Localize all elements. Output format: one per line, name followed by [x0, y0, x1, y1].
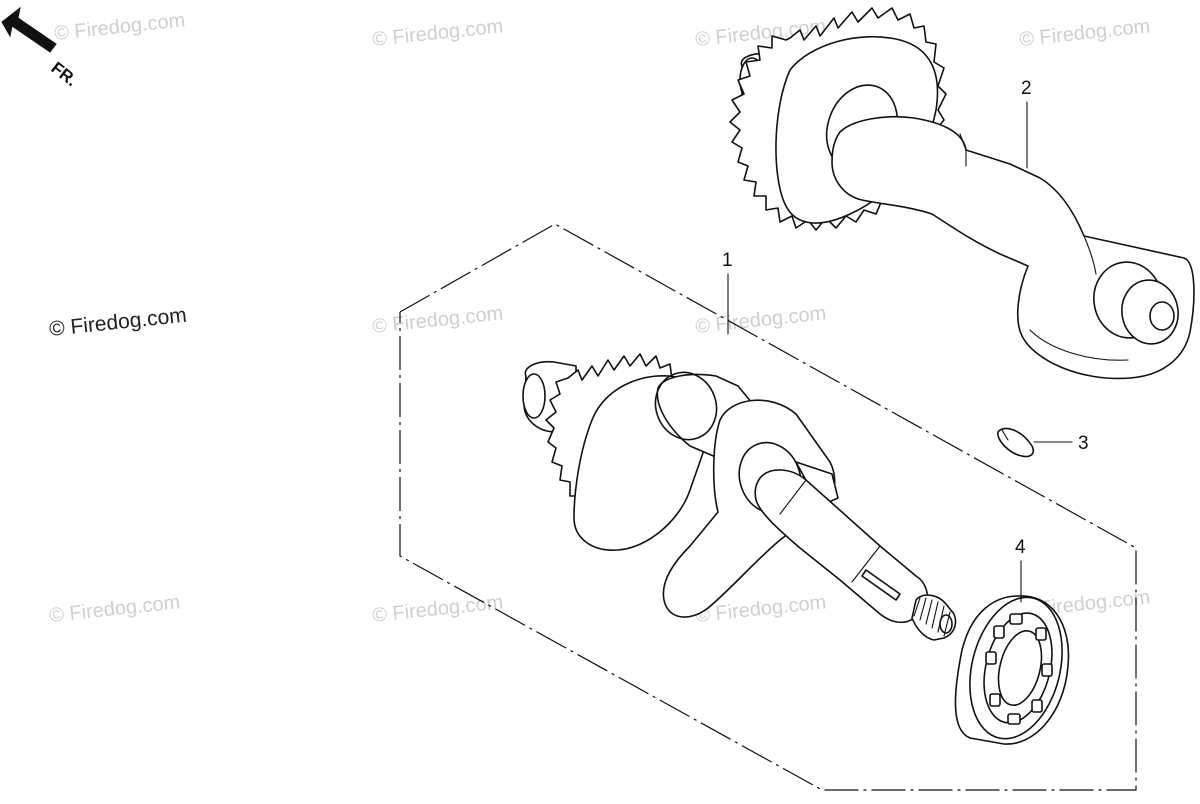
balancer-shaft-icon — [729, 7, 1195, 380]
watermark: © Firedog.com — [1018, 15, 1151, 51]
callout-4: 4 — [1015, 537, 1026, 603]
callout-2: 2 — [1021, 78, 1032, 169]
assembly-boundary — [399, 223, 1137, 791]
ball-bearing-icon — [954, 595, 1070, 745]
front-direction-label: FR. — [48, 58, 81, 90]
watermark: © Firedog.com — [694, 302, 827, 338]
callout-number: 2 — [1021, 78, 1032, 99]
watermark: © Firedog.com — [371, 15, 504, 51]
callout-number: 3 — [1078, 433, 1089, 454]
callout-number: 4 — [1015, 537, 1026, 558]
callout-1: 1 — [722, 250, 733, 335]
crankshaft-icon — [522, 353, 957, 641]
watermark: © Firedog.com — [53, 9, 186, 45]
watermark: © Firedog.com — [371, 591, 504, 627]
callout-3: 3 — [1033, 433, 1089, 454]
front-direction-indicator: FR. — [1, 6, 81, 90]
bearing-balls — [985, 613, 1053, 725]
watermark: © Firedog.com — [48, 591, 181, 627]
front-direction-arrow-icon — [1, 6, 57, 53]
callout-number: 1 — [722, 250, 733, 271]
watermark: © Firedog.com — [48, 304, 188, 341]
watermark: © Firedog.com — [371, 302, 504, 338]
woodruff-key-icon — [997, 427, 1035, 458]
